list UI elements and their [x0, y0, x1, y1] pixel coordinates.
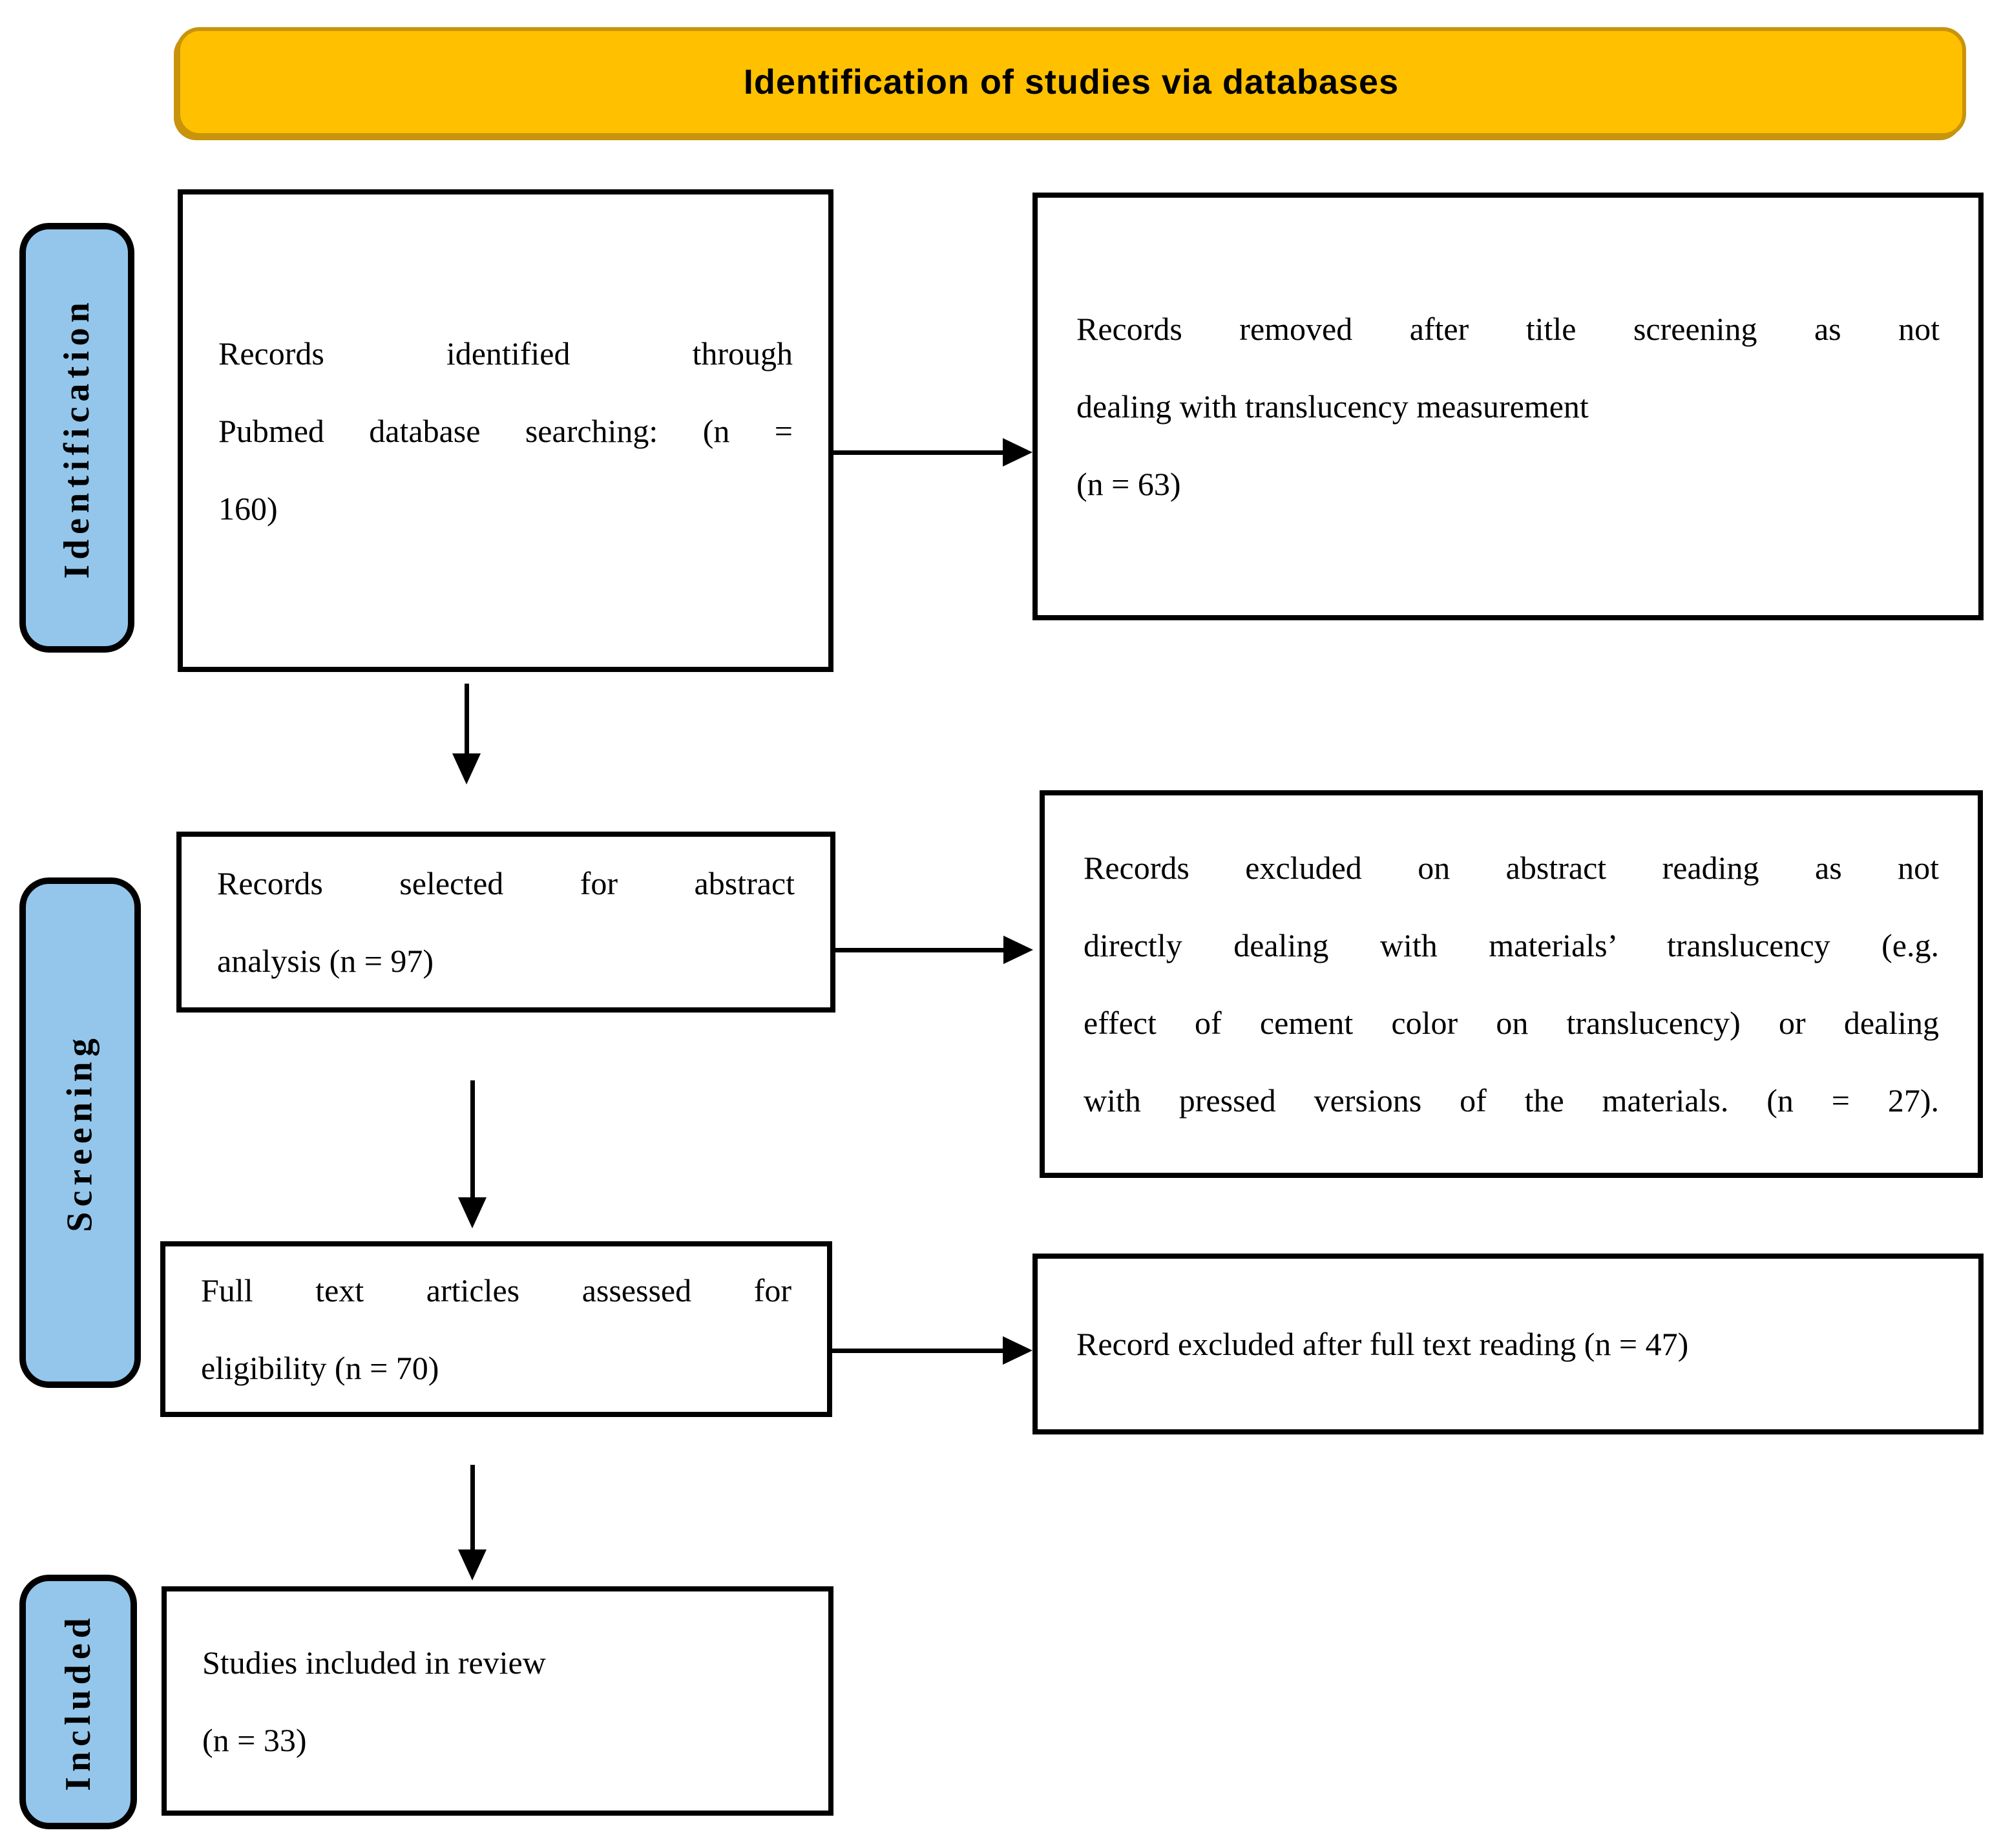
box-text-line: analysis (n = 97): [217, 943, 434, 979]
box-records-removed-title-screening: Records removed after title screening as…: [1032, 193, 1984, 620]
arrow-identified-to-removed: [833, 450, 1005, 455]
box-text-line: (n = 63): [1076, 466, 1181, 502]
box-record-excluded-fulltext: Record excluded after full text reading …: [1032, 1254, 1984, 1434]
arrow-abstract-selected-to-excluded-head: [1003, 936, 1033, 964]
arrow-fulltext-to-excluded-head: [1003, 1336, 1032, 1365]
arrow-fulltext-to-included-head: [458, 1549, 487, 1580]
box-records-excluded-abstract: Records excluded on abstract reading as …: [1040, 790, 1983, 1178]
box-records-identified: Records identified through Pubmed databa…: [178, 189, 833, 672]
box-text-line: Records excluded on abstract reading as …: [1084, 850, 1939, 886]
arrow-fulltext-to-excluded: [832, 1349, 1005, 1353]
box-text-line: Records identified through: [218, 335, 793, 372]
banner-title-text: Identification of studies via databases: [743, 63, 1399, 101]
arrow-identified-to-abstract-selected-head: [452, 753, 481, 784]
box-text-line: Studies included in review: [202, 1644, 546, 1681]
stage-pillar-identification: Identification: [19, 223, 134, 653]
box-text-line: eligibility (n = 70): [201, 1350, 439, 1386]
box-text-line: Records removed after title screening as…: [1076, 311, 1940, 347]
box-text-line: dealing with translucency measurement: [1076, 388, 1589, 425]
arrow-identified-to-removed-head: [1003, 438, 1032, 467]
box-text-line: with pressed versions of the materials. …: [1084, 1082, 1939, 1118]
stage-label-included: Included: [58, 1613, 99, 1791]
arrow-abstract-selected-to-fulltext-head: [458, 1197, 487, 1228]
box-text-line: 160): [218, 490, 278, 527]
title-banner: Identification of studies via databases: [176, 27, 1966, 137]
box-text-line: effect of cement color on translucency) …: [1084, 1005, 1939, 1041]
stage-pillar-screening: Screening: [19, 877, 141, 1388]
box-text-line: (n = 33): [202, 1721, 307, 1758]
box-records-selected-abstract: Records selected for abstract analysis (…: [176, 832, 835, 1013]
stage-pillar-included: Included: [19, 1575, 137, 1829]
arrow-fulltext-to-included: [470, 1465, 475, 1552]
box-text-line: Record excluded after full text reading …: [1076, 1326, 1689, 1362]
box-text-line: Records selected for abstract: [217, 865, 795, 901]
arrow-abstract-selected-to-excluded: [835, 948, 1006, 952]
arrow-abstract-selected-to-fulltext: [470, 1080, 475, 1200]
box-text-line: Full text articles assessed for: [201, 1272, 791, 1308]
box-text-line: directly dealing with materials’ translu…: [1084, 927, 1939, 963]
stage-label-identification: Identification: [57, 297, 97, 579]
box-studies-included: Studies included in review (n = 33): [162, 1586, 833, 1816]
box-text-line: Pubmed database searching: (n =: [218, 412, 793, 449]
arrow-identified-to-abstract-selected: [465, 684, 469, 756]
stage-label-screening: Screening: [60, 1033, 100, 1232]
box-fulltext-assessed: Full text articles assessed for eligibil…: [160, 1241, 832, 1417]
